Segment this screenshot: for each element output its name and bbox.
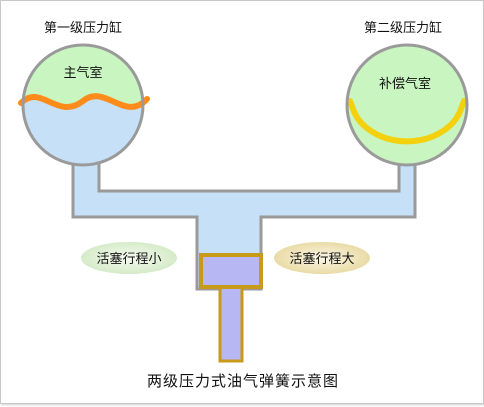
left-cylinder-caption: 第一级压力缸: [44, 20, 122, 36]
large-stroke-label: 活塞行程大: [289, 251, 354, 267]
piston-head: [199, 253, 263, 289]
right-cylinder-caption: 第二级压力缸: [364, 20, 442, 36]
compensation-gas-chamber-label: 补偿气室: [379, 76, 431, 92]
diagram-title: 两级压力式油气弹簧示意图: [147, 372, 339, 390]
left-cylinder: [18, 43, 150, 167]
left-diaphragm: [18, 93, 150, 110]
piston-rod: [218, 283, 244, 363]
main-gas-chamber-label: 主气室: [63, 65, 102, 81]
right-cylinder: [345, 43, 469, 167]
oil-channel: [71, 147, 417, 291]
small-stroke-badge: 活塞行程小: [81, 242, 177, 274]
small-stroke-label: 活塞行程小: [96, 251, 161, 267]
right-diaphragm: [347, 98, 467, 145]
large-stroke-badge: 活塞行程大: [274, 242, 370, 274]
